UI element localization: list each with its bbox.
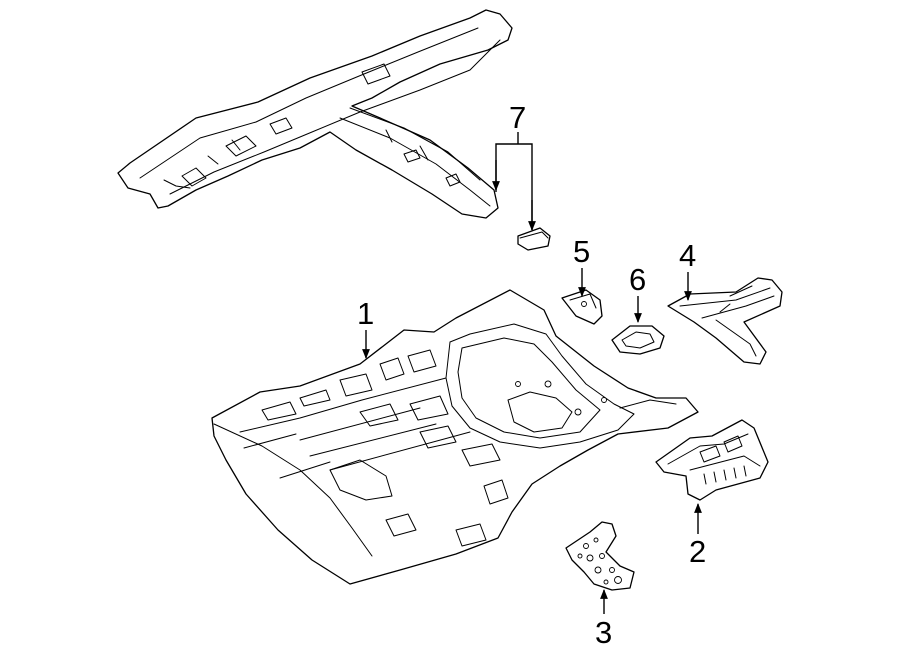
reinforcement-plate [565,521,635,591]
callout-4: 4 [679,238,696,273]
floor-extension [655,419,769,501]
rear-floor-pan [211,289,699,585]
crossmember-bracket [517,227,551,251]
floor-cap [611,325,665,355]
callout-7: 7 [509,100,526,135]
callout-1: 1 [357,296,374,331]
side-bracket [667,277,783,365]
callout-2: 2 [689,534,706,569]
callout-3: 3 [595,615,612,650]
leader-lines [362,132,702,614]
callout-5: 5 [573,234,590,269]
callout-6: 6 [629,262,646,297]
crossmember-assembly [117,9,513,219]
leader-7 [495,143,533,230]
reinforcement-bracket [561,289,603,325]
callouts: 1 2 3 4 5 6 7 [357,100,706,650]
